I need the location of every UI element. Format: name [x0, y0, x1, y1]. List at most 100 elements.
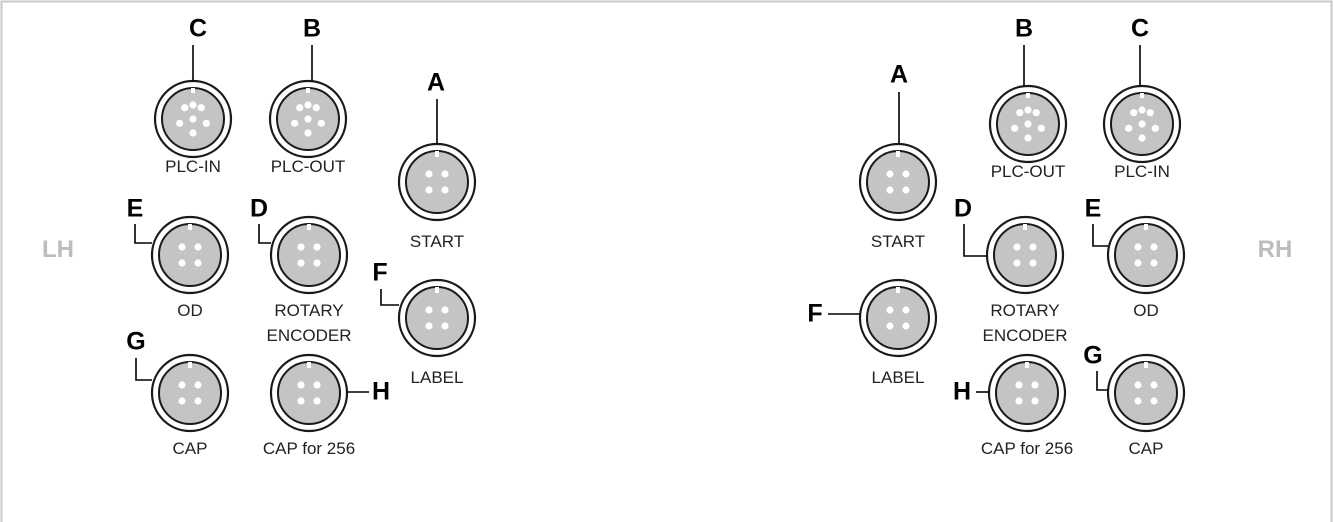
callout-e-left: E	[126, 194, 144, 223]
cap256-left-connector	[269, 353, 349, 433]
pin	[1134, 381, 1142, 389]
od-left-connector	[150, 215, 230, 295]
pin	[425, 322, 433, 330]
pin	[425, 306, 433, 314]
callout-h-left: H	[371, 377, 391, 406]
pin	[1013, 243, 1021, 251]
pin	[1029, 259, 1037, 267]
label-left-connector	[397, 278, 477, 358]
cap-right-connector	[1106, 353, 1186, 433]
pin	[178, 243, 186, 251]
callout-h-right: H	[952, 377, 972, 406]
callout-c-left: C	[188, 14, 208, 43]
pin	[1032, 109, 1040, 117]
pin	[178, 259, 186, 267]
pin	[1013, 259, 1021, 267]
pin	[1138, 134, 1146, 142]
pin	[291, 119, 299, 127]
callout-b-left: B	[302, 14, 322, 43]
pin	[304, 115, 312, 123]
callout-f-left: F	[372, 258, 388, 287]
plc-out-left-connector	[268, 79, 348, 159]
pin	[1134, 259, 1142, 267]
pin	[1151, 124, 1159, 132]
pin	[1011, 124, 1019, 132]
pin	[902, 306, 910, 314]
callout-c-right: C	[1130, 14, 1150, 43]
pin	[194, 259, 202, 267]
pin	[313, 243, 321, 251]
label-plc-out-left: PLC-OUT	[270, 157, 346, 176]
callout-d-left: D	[249, 194, 269, 223]
pin	[1125, 124, 1133, 132]
pin	[181, 104, 189, 112]
pin	[1138, 120, 1146, 128]
pin	[1134, 397, 1142, 405]
pin	[902, 322, 910, 330]
label-label-left: LABEL	[410, 368, 464, 387]
pin	[304, 101, 312, 109]
pin	[1031, 381, 1039, 389]
connectors-layer	[150, 79, 1186, 433]
pin	[189, 101, 197, 109]
pin	[441, 322, 449, 330]
pin	[886, 322, 894, 330]
label-rotary-left: ROTARY	[274, 301, 344, 320]
label-right-connector	[858, 278, 938, 358]
label-cap256-right: CAP for 256	[980, 439, 1074, 458]
pin	[441, 186, 449, 194]
pin	[1015, 397, 1023, 405]
pin	[1016, 109, 1024, 117]
leader-line	[134, 224, 152, 244]
callout-e-right: E	[1084, 194, 1102, 223]
pin	[1130, 109, 1138, 117]
leader-line	[963, 224, 987, 257]
pin	[297, 381, 305, 389]
pin	[189, 129, 197, 137]
rotary-encoder-left-connector	[269, 215, 349, 295]
callout-a-left: A	[426, 68, 446, 97]
label-cap256-left: CAP for 256	[262, 439, 356, 458]
pin	[1024, 134, 1032, 142]
label-plc-in-left: PLC-IN	[165, 157, 221, 176]
leader-line	[1092, 224, 1108, 247]
pin	[441, 306, 449, 314]
pin	[902, 186, 910, 194]
right-hand-label: RH	[1257, 236, 1293, 263]
plc-in-right-connector	[1102, 84, 1182, 164]
left-hand-label: LH	[42, 236, 74, 263]
pin	[425, 170, 433, 178]
label-start-right: START	[870, 232, 926, 251]
label-start-left: START	[409, 232, 465, 251]
label-plc-in-right: PLC-IN	[1114, 162, 1170, 181]
pin	[178, 397, 186, 405]
callout-g-right: G	[1083, 341, 1103, 370]
rotary-encoder-right-connector	[985, 215, 1065, 295]
pin	[296, 104, 304, 112]
label-plc-out-right: PLC-OUT	[990, 162, 1066, 181]
callout-g-left: G	[126, 327, 146, 356]
label-encoder-right: ENCODER	[982, 326, 1068, 345]
pin	[313, 397, 321, 405]
pin	[194, 243, 202, 251]
pin	[178, 381, 186, 389]
leader-line	[380, 289, 399, 306]
callout-b-right: B	[1014, 14, 1034, 43]
pin	[189, 115, 197, 123]
pin	[297, 259, 305, 267]
label-od-left: OD	[177, 301, 203, 320]
pin	[1150, 243, 1158, 251]
pin	[194, 397, 202, 405]
leader-line	[1096, 371, 1108, 391]
od-right-connector	[1106, 215, 1186, 295]
pin	[313, 381, 321, 389]
callout-d-right: D	[953, 194, 973, 223]
pin	[202, 119, 210, 127]
pin	[1138, 106, 1146, 114]
pin	[886, 306, 894, 314]
pin	[197, 104, 205, 112]
pin	[1150, 397, 1158, 405]
